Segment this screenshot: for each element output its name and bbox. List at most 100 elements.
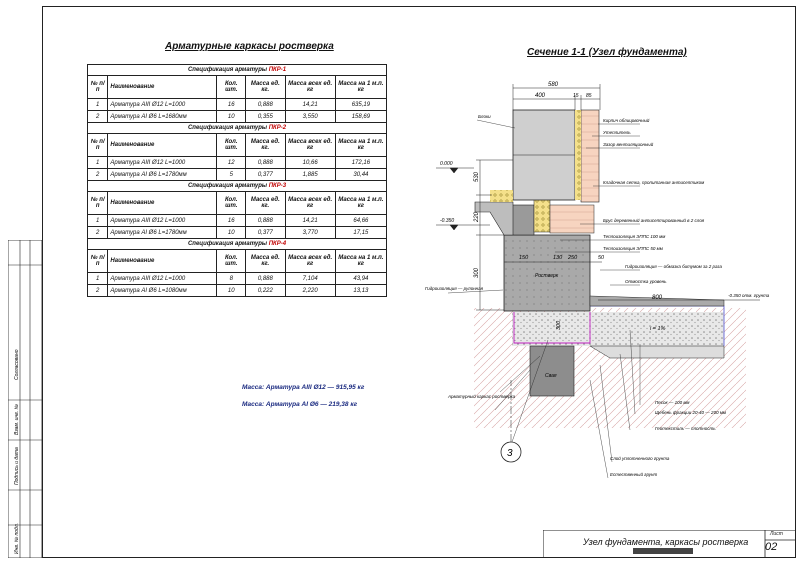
spec-header-mass_total: Масса всех ед. кг [284, 133, 336, 157]
spec-section-mark: ПКР-1 [268, 67, 287, 73]
callout-natural-soil: Естественный грунт [610, 471, 658, 477]
spec-section-mark: ПКР-3 [268, 183, 287, 189]
spec-header-mass1: Масса ед. кг. [245, 249, 286, 273]
callout-air-gap: Зазор вентиляционный [603, 141, 654, 147]
callout-grillage: Ростверк [535, 273, 559, 279]
margin-label-inv: Взам. инв. № [14, 403, 20, 435]
spec-header-mass_m: Масса на 1 м.п. кг [334, 191, 388, 215]
margin-label-orig: Инв. № подл. [14, 523, 20, 554]
spec-section-prefix: Спецификация арматуры [187, 241, 268, 247]
drawing-name: Узел фундамента, каркасы ростверка [583, 537, 749, 547]
dim-h2: 220 [474, 211, 480, 223]
spec-header-qty: Кол. шт. [216, 249, 247, 273]
floor-slab [474, 201, 514, 236]
dim-brick: 85 [586, 93, 592, 99]
spec-header-qty: Кол. шт. [216, 191, 247, 215]
dim-foot-d: 50 [598, 255, 605, 261]
dim-total-width: 580 [548, 82, 559, 88]
spec-section-prefix: Спецификация арматуры [187, 125, 268, 131]
brick-course [549, 204, 595, 234]
callout-blocks: Блоки [478, 114, 491, 119]
margin-label-agreed: Согласовано [14, 349, 20, 380]
callout-pile: Свая [545, 373, 557, 379]
spec-cell-no: 2 [86, 284, 109, 297]
spec-header-mass_m: Масса на 1 м.п. кг [334, 133, 388, 157]
spec-cell-name: Арматура AI Ø6 L=1780мм [107, 168, 218, 181]
spec-header-mass1: Масса ед. кг. [245, 75, 286, 99]
level-mid: -0.350 [440, 218, 454, 224]
callout-insulation: Утеплитель [603, 130, 631, 135]
total-a3: Масса: Арматура AIII Ø12 — 915,95 кг [242, 384, 365, 391]
callout-eps50: Теплоизоляция ЭППС 50 мм [603, 246, 663, 251]
callout-compacted-soil: Слой уплотненного грунта [610, 455, 670, 461]
pile [529, 345, 575, 397]
dimensions-left [476, 159, 513, 311]
slope-label: i = 1% [650, 326, 666, 332]
spec-header-mass_total: Масса всех ед. кг [284, 249, 336, 273]
dim-block-width: 400 [535, 93, 546, 99]
callout-roll-waterproofing: Гидроизоляция — рулонная [425, 286, 484, 291]
margin-label-sign: Подпись и дата [14, 447, 20, 485]
section-title: Сечение 1-1 (Узел фундамента) [527, 47, 687, 58]
facing-brick [580, 109, 600, 203]
spec-title: Арматурные каркасы ростверка [165, 41, 334, 52]
dim-h1: 530 [474, 171, 480, 182]
dim-gap: 15 [573, 93, 579, 99]
dim-foot-c: 250 [567, 255, 578, 261]
dim-blind-area: 800 [652, 295, 663, 301]
spec-cell-m1: 0,888 [245, 272, 286, 285]
total-a1: Масса: Арматура AI Ø6 — 219,38 кг [242, 401, 358, 408]
insulation-band [533, 197, 551, 233]
callout-waterproofing: Гидроизоляция — обмазка битумом за 2 раз… [625, 264, 722, 269]
spec-header-no: № п/п [86, 249, 109, 273]
spec-cell-mt: 2,220 [284, 284, 336, 297]
callout-geotextile: Геотекстиль — плотность [655, 426, 716, 431]
spec-header-mass_total: Масса всех ед. кг [284, 75, 336, 99]
floor-insulation [490, 190, 513, 202]
spec-section-prefix: Спецификация арматуры [187, 183, 268, 189]
callout-facing: Кирпич облицовочный [603, 117, 650, 123]
spec-section-title: Спецификация арматуры ПКР-1 [87, 64, 387, 76]
spec-section-prefix: Спецификация арматуры [187, 67, 268, 73]
callout-frame: Арматурный каркас ростверка [447, 393, 516, 399]
blind-area [589, 295, 725, 307]
callout-sand: Песок — 100 мм [655, 400, 690, 405]
callout-blind-level: Отмостка уровень [625, 279, 667, 284]
waterproofing-line [513, 312, 591, 344]
axis-label: 3 [507, 448, 513, 459]
callout-beam: Брус деревянный антисептированный в 2 сл… [603, 217, 705, 223]
callout-gravel: Щебень фракции 20-40 — 200 мм [655, 410, 726, 415]
dim-foot-a: 150 [519, 255, 529, 261]
level-top: 0.000 [440, 161, 453, 167]
sheet-number: 02 [765, 541, 778, 553]
wall-insulation [575, 110, 581, 200]
callout-leaders [447, 119, 641, 479]
spec-header-mass_total: Масса всех ед. кг [284, 191, 336, 215]
callout-mesh: Кладочная сетка, пропитанная антисептико… [603, 180, 704, 185]
dim-foot-b: 130 [553, 255, 563, 261]
spec-header-mass1: Масса ед. кг. [245, 133, 286, 157]
gravel-fill [512, 312, 724, 346]
dim-h3: 300 [474, 267, 480, 278]
margin-stamp: Согласовано Взам. инв. № Подпись и дата … [8, 240, 42, 558]
dim-pile-depth: 300 [556, 320, 562, 330]
spec-cell-mm: 13,13 [334, 284, 388, 297]
spec-section-mark: ПКР-2 [268, 125, 287, 131]
level-ground: -0.350 отм. грунта [728, 293, 770, 298]
title-block [543, 530, 796, 558]
dimensions-top [512, 84, 601, 110]
callout-eps100: Теплоизоляция ЭППС 100 мм [603, 234, 665, 239]
gravel-slope [589, 345, 725, 359]
spec-header-mass1: Масса ед. кг. [245, 191, 286, 215]
sheet-label: Лист [770, 531, 783, 537]
spec-cell-m1: 0,222 [245, 284, 286, 297]
spec-header-name: Наименование [107, 133, 218, 157]
drawing-frame [42, 6, 796, 558]
